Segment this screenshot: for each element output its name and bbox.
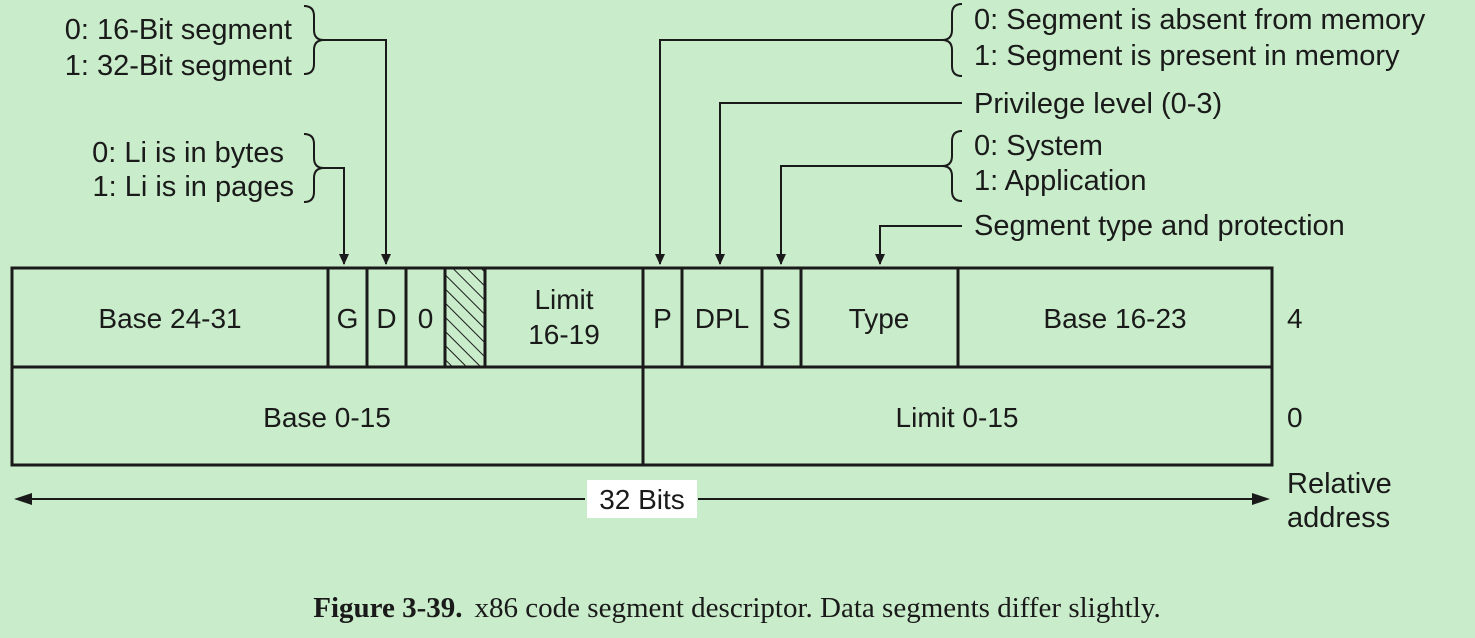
cell-d: D (376, 303, 396, 334)
gran-brace (303, 133, 325, 203)
present-arrow-to-p (655, 39, 942, 265)
present-1-label: 1: Segment is present in memory (974, 40, 1400, 72)
address-0: 0 (1287, 402, 1303, 433)
cell-p: P (653, 303, 672, 334)
seg-type-arrow-to-type (875, 225, 962, 265)
cell-dpl: DPL (695, 303, 749, 334)
size-arrow-to-d (324, 39, 391, 265)
sys-arrow-to-s (776, 165, 942, 265)
width-label-bg (587, 480, 697, 518)
caption-text: x86 code segment descriptor. Data segmen… (475, 592, 1161, 624)
cell-s: S (772, 303, 791, 334)
width-arrow-right-head (1252, 493, 1270, 505)
privilege-label: Privilege level (0-3) (974, 88, 1222, 120)
cell-base-24-31: Base 24-31 (98, 303, 241, 334)
cell-base-16-23: Base 16-23 (1043, 303, 1186, 334)
sys-0-label: 0: System (974, 130, 1103, 162)
privilege-arrow-to-dpl (715, 102, 962, 265)
width-arrow-left-head (14, 493, 32, 505)
relative-address-line1: Relative (1287, 468, 1392, 500)
cell-type: Type (849, 303, 910, 334)
address-4: 4 (1287, 303, 1303, 334)
seg-type-label: Segment type and protection (974, 210, 1345, 242)
sys-brace (941, 130, 963, 202)
gran-arrow-to-g (324, 167, 349, 265)
size-1-label: 1: 32-Bit segment (65, 50, 292, 82)
relative-address-line2: address (1287, 502, 1390, 534)
gran-0-label: 0: Li is in bytes (92, 137, 284, 169)
cell-zero: 0 (418, 303, 434, 334)
present-0-label: 0: Segment is absent from memory (974, 4, 1426, 36)
cell-limit-16-19-line2: 16-19 (528, 319, 600, 350)
cell-g: G (337, 303, 359, 334)
gran-1-label: 1: Li is in pages (92, 171, 294, 203)
cell-limit-0-15: Limit 0-15 (896, 402, 1019, 433)
size-brace (303, 5, 325, 75)
size-0-label: 0: 16-Bit segment (65, 14, 292, 46)
sys-1-label: 1: Application (974, 165, 1147, 197)
present-brace (941, 3, 963, 77)
reserved-bit-hatch (446, 269, 484, 366)
caption-number: Figure 3-39. (313, 592, 462, 624)
cell-limit-16-19-line1: Limit (534, 284, 593, 315)
cell-base-0-15: Base 0-15 (263, 402, 391, 433)
figure-caption: Figure 3-39. x86 code segment descriptor.… (313, 592, 1160, 624)
width-label: 32 Bits (599, 484, 685, 515)
